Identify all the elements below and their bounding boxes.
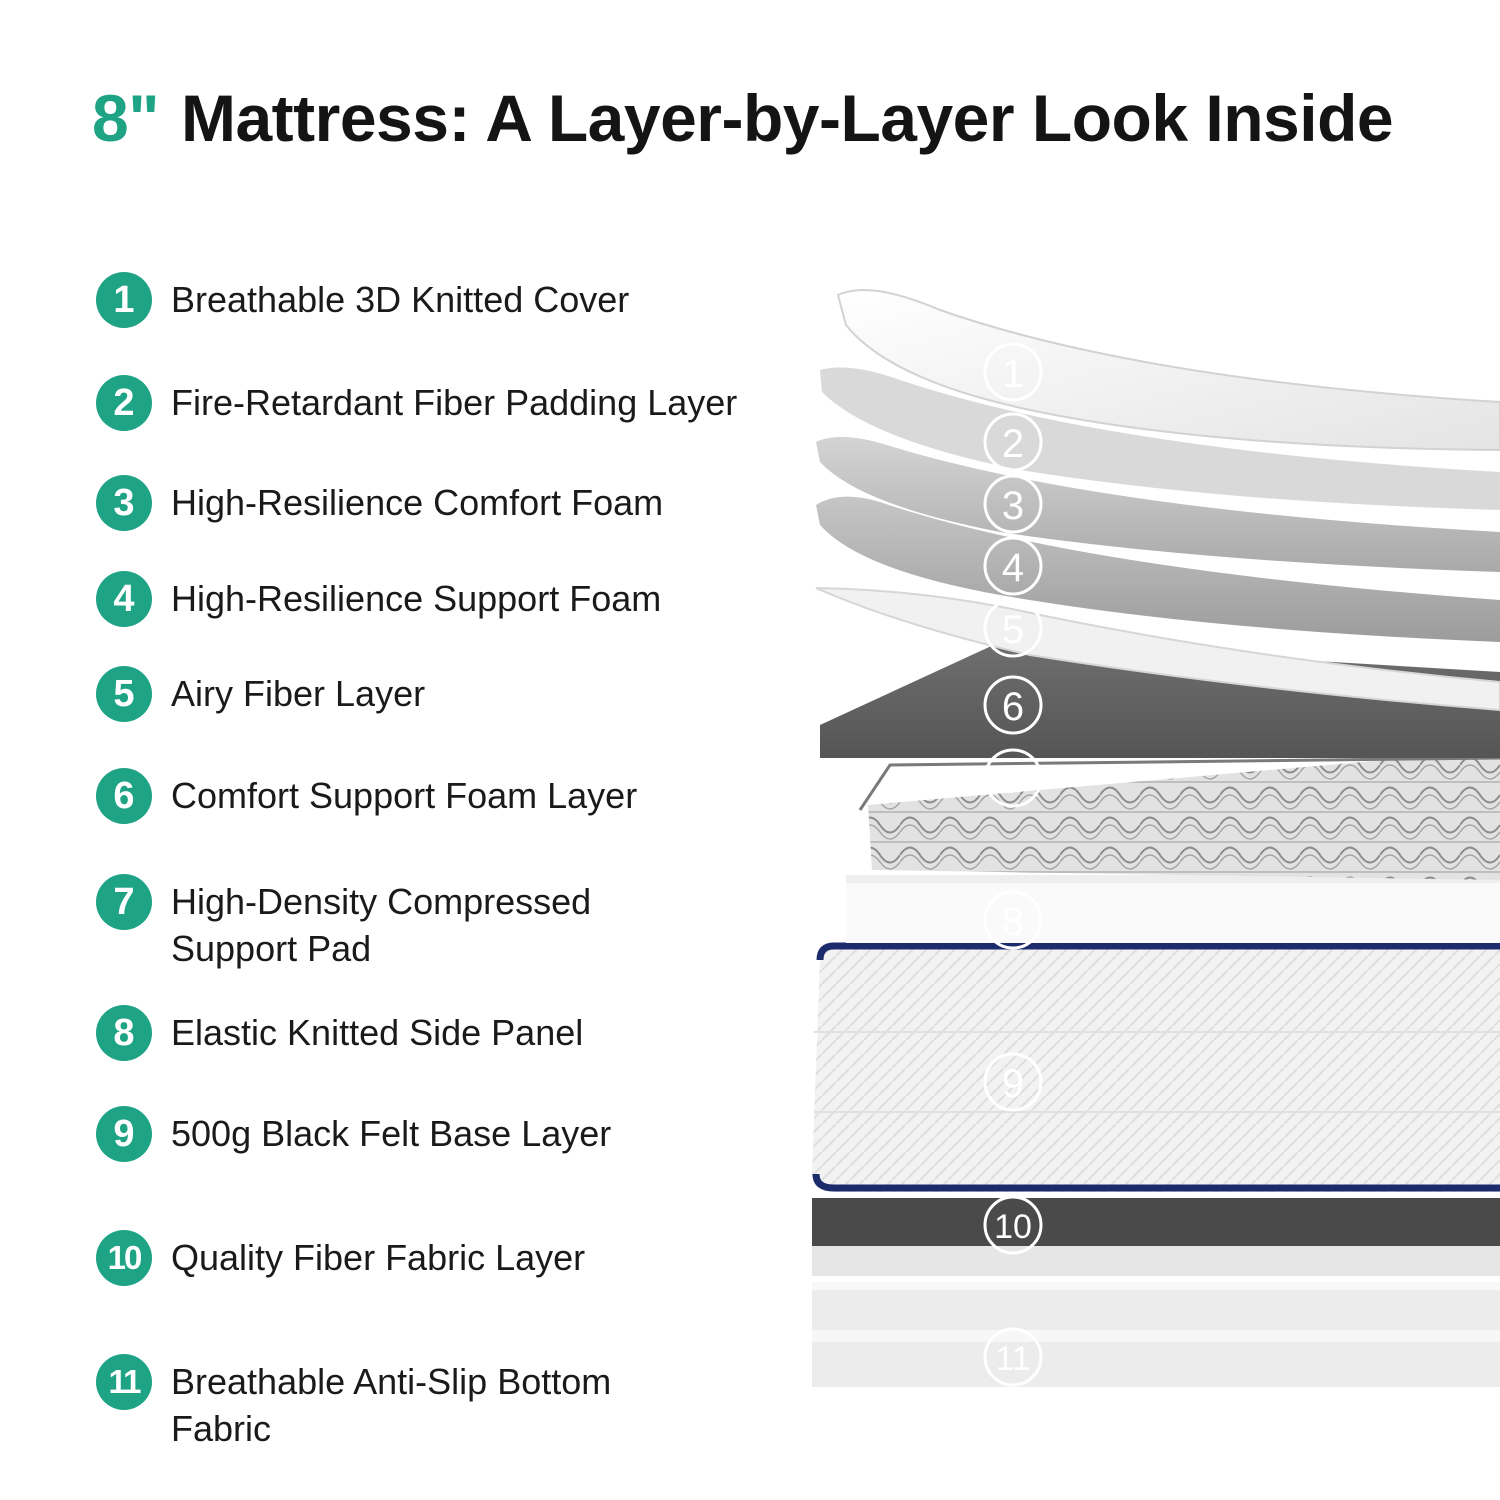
layer-label: High-Resilience Support Foam: [171, 578, 662, 619]
marker-1: 1: [1002, 352, 1024, 396]
layer-number-badge: 10: [96, 1230, 152, 1286]
title-size: 8": [92, 81, 160, 155]
marker-3: 3: [1002, 484, 1024, 528]
layer-1-shape: [836, 289, 1500, 452]
page-title: 8" Mattress: A Layer-by-Layer Look Inside: [92, 80, 1394, 156]
layer-label: Elastic Knitted Side Panel: [171, 1012, 584, 1053]
legend-item-3: 3 High-Resilience Comfort Foam: [96, 475, 796, 531]
layer-number-badge: 1: [96, 272, 152, 328]
marker-11: 11: [995, 1340, 1030, 1378]
layer-label: Comfort Support Foam Layer: [171, 775, 638, 816]
layer-number-markers: 1 2 3 4 5 6 7 8 9 10 11: [983, 342, 1043, 1387]
layer-label: Breathable 3D Knitted Cover: [171, 279, 630, 320]
marker-6: 6: [1002, 685, 1024, 729]
legend-item-11: 11 Breathable Anti-Slip Bottom Fabric: [96, 1354, 656, 1452]
layer-number-badge: 6: [96, 768, 152, 824]
mattress-layers-illustration: 1 2 3 4 5 6 7 8 9 10 11: [812, 289, 1500, 1387]
layer-number-badge: 7: [96, 874, 152, 930]
layer-number-badge: 2: [96, 375, 152, 431]
legend-item-7: 7 High-Density Compressed Support Pad: [96, 874, 616, 972]
layer-3-shape: [816, 436, 1500, 572]
legend-item-6: 6 Comfort Support Foam Layer: [96, 768, 796, 824]
layer-label: Airy Fiber Layer: [171, 673, 426, 714]
layer-label: High-Resilience Comfort Foam: [171, 482, 664, 523]
layer-label: Breathable Anti-Slip Bottom Fabric: [171, 1361, 612, 1449]
marker-9: 9: [1002, 1062, 1024, 1106]
legend-item-9: 9 500g Black Felt Base Layer: [96, 1106, 796, 1162]
layer-7-shape: [868, 750, 1500, 880]
legend-item-1: 1 Breathable 3D Knitted Cover: [96, 272, 796, 328]
legend-item-4: 4 High-Resilience Support Foam: [96, 571, 796, 627]
layer-9-shape: [812, 946, 1500, 1192]
layer-number-badge: 9: [96, 1106, 152, 1162]
layer-10-shape: [812, 1198, 1500, 1246]
layer-label: Fire-Retardant Fiber Padding Layer: [171, 382, 738, 423]
marker-5: 5: [1002, 608, 1024, 652]
layer-label: Quality Fiber Fabric Layer: [171, 1237, 586, 1278]
marker-8: 8: [1002, 900, 1024, 944]
marker-2: 2: [1002, 422, 1024, 466]
title-text: Mattress: A Layer-by-Layer Look Inside: [181, 81, 1394, 155]
layer-number-badge: 8: [96, 1005, 152, 1061]
layer-4-shape: [816, 496, 1500, 642]
layer-number-badge: 4: [96, 571, 152, 627]
layer-number-badge: 5: [96, 666, 152, 722]
legend-item-10: 10 Quality Fiber Fabric Layer: [96, 1230, 796, 1286]
layer-number-badge: 3: [96, 475, 152, 531]
marker-7: 7: [1002, 758, 1024, 802]
layer-2-shape: [820, 367, 1500, 510]
legend-item-5: 5 Airy Fiber Layer: [96, 666, 796, 722]
legend-item-2: 2 Fire-Retardant Fiber Padding Layer: [96, 375, 796, 431]
layer-8-shape: [846, 875, 1500, 943]
marker-4: 4: [1002, 546, 1024, 590]
legend-item-8: 8 Elastic Knitted Side Panel: [96, 1005, 796, 1061]
layer-label: High-Density Compressed Support Pad: [171, 881, 592, 969]
layer-number-badge: 11: [96, 1354, 152, 1410]
marker-10: 10: [994, 1208, 1032, 1246]
layer-label: 500g Black Felt Base Layer: [171, 1113, 612, 1154]
